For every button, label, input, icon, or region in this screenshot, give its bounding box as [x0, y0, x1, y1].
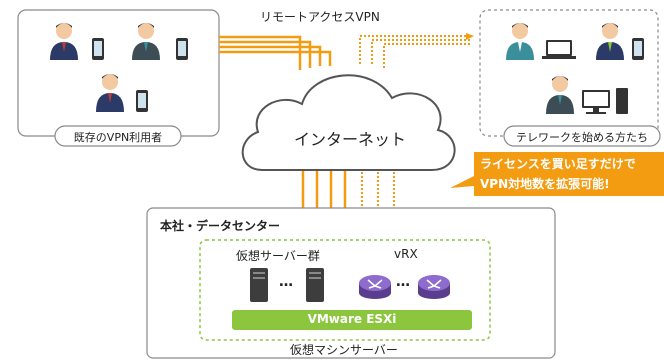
person-icon: [50, 23, 78, 60]
vpn-users-label: 既存のVPN利用者: [73, 131, 163, 144]
person-icon-4: [506, 23, 534, 60]
server-icon: [250, 268, 268, 302]
vm-server-label: 仮想マシンサーバー: [290, 343, 398, 357]
vrx-label: vRX: [394, 247, 418, 261]
callout-line-2: VPN対地数を拡張可能!: [480, 177, 610, 191]
vm-server-box: [199, 239, 491, 341]
arrow-head-icon: [466, 33, 474, 40]
telework-label-pill: [503, 125, 661, 147]
vpn-users-label-pill: [54, 125, 182, 147]
person-icon-3: [96, 74, 124, 112]
vpn-tunnels-dotted: [359, 35, 470, 68]
internet-cloud-icon: [241, 74, 456, 171]
server-group-label: 仮想サーバー群: [236, 249, 320, 263]
vpn-tunnels-down-dotted: [361, 168, 395, 208]
esxi-label: VMware ESXi: [307, 312, 397, 326]
vpn-users-box: [17, 9, 220, 137]
person-icon-2: [132, 23, 160, 60]
telework-label: テレワークを始める方たち: [516, 131, 648, 144]
server-ellipsis: …: [279, 274, 293, 290]
router-icon: [359, 275, 391, 299]
remote-access-vpn-label: リモートアクセスVPN: [260, 10, 380, 24]
vpn-tunnels-down-solid: [301, 170, 347, 208]
router-ellipsis: …: [396, 274, 410, 290]
internet-label: インターネット: [294, 130, 407, 149]
router-icon-2: [418, 275, 450, 299]
esxi-bar: [232, 310, 472, 330]
vpn-tunnels-solid: [219, 35, 332, 70]
person-icon-6: [546, 76, 574, 114]
callout-line-1: ライセンスを買い足すだけで: [480, 157, 636, 171]
server-icon-2: [306, 268, 324, 302]
telework-box: [479, 9, 659, 137]
laptop-icon: [542, 40, 576, 59]
desktop-pc-icon: [582, 88, 628, 114]
hq-title: 本社・データセンター: [160, 219, 281, 233]
person-icon-5: [596, 23, 624, 60]
callout-bubble: [450, 152, 664, 196]
